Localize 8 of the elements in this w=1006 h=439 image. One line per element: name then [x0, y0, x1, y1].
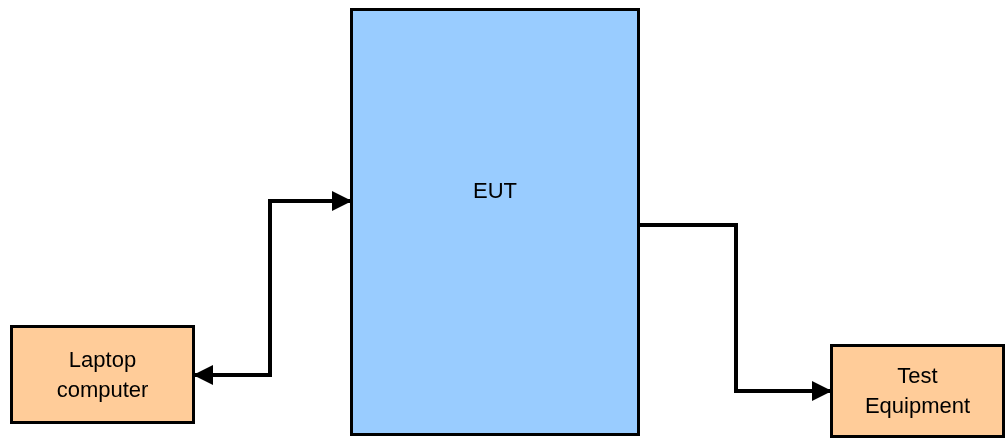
connector-arrow — [193, 191, 352, 385]
node-label: EUT — [473, 177, 517, 205]
device-box — [350, 8, 640, 436]
node-label: Test Equipment — [863, 362, 972, 420]
device-box — [10, 325, 195, 424]
connector-arrow — [640, 223, 832, 401]
device-box — [830, 344, 1005, 438]
node-label: Laptop computer — [55, 345, 150, 404]
